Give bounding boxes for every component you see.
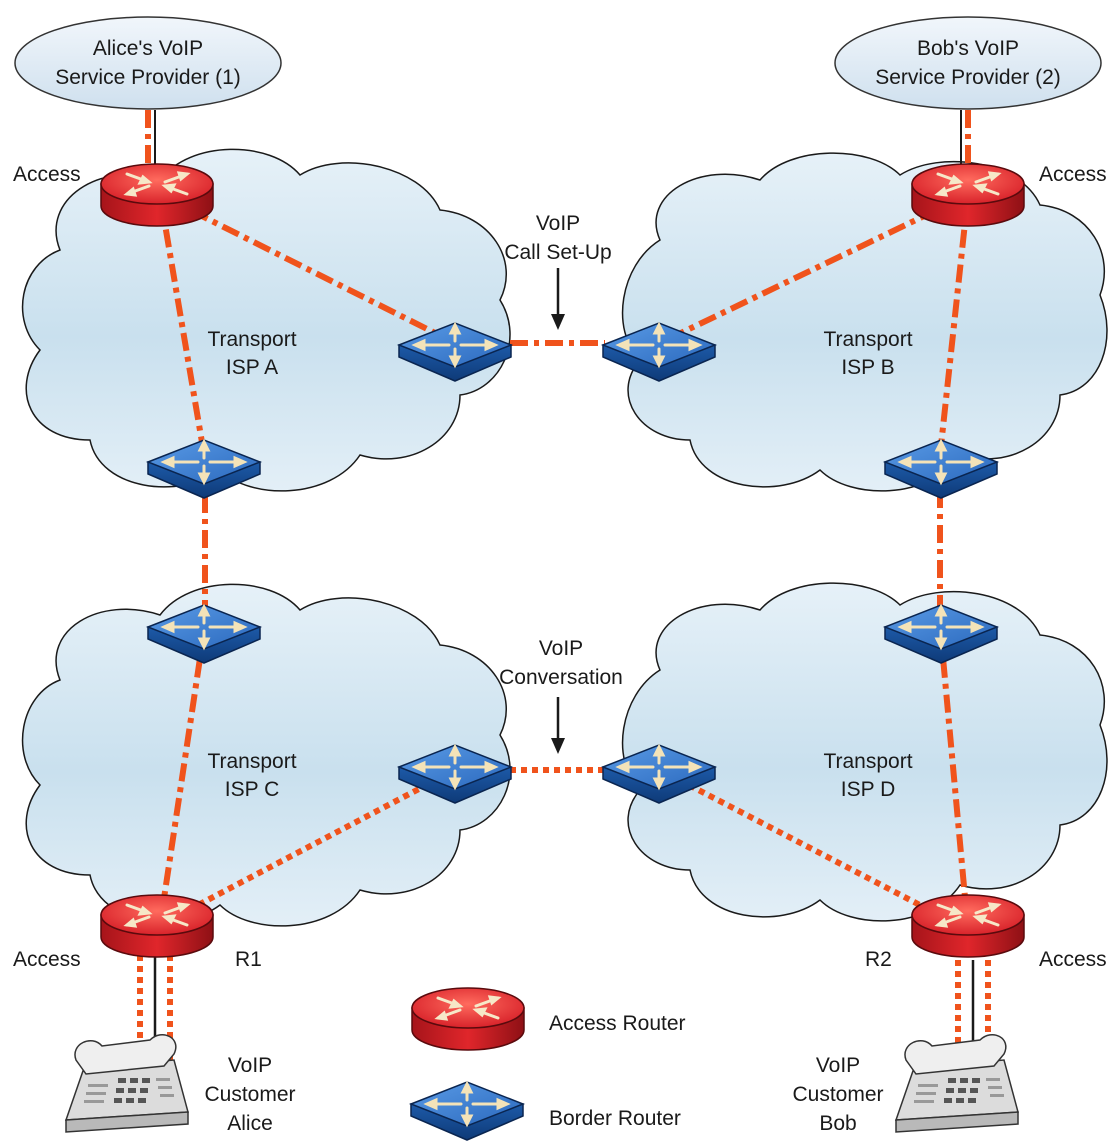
customer-bob-line1: VoIP	[816, 1054, 860, 1077]
conversation-arrow	[551, 697, 565, 754]
customer-alice-line3: Alice	[227, 1112, 273, 1135]
conversation-line2: Conversation	[499, 666, 623, 689]
access-label-top-right: Access	[1039, 163, 1107, 186]
customer-bob-line2: Customer	[792, 1083, 883, 1106]
access-router-top-left	[99, 162, 215, 228]
access-router-r1	[99, 893, 215, 959]
access-router-top-right	[910, 162, 1026, 228]
isp-b-line1: Transport	[823, 328, 912, 351]
cloud-isp-a	[21, 148, 511, 492]
cloud-isp-d	[621, 582, 1108, 922]
isp-c-line1: Transport	[207, 750, 296, 773]
isp-a-line1: Transport	[207, 328, 296, 351]
access-label-top-left: Access	[13, 163, 81, 186]
phone-icon-alice	[65, 1033, 189, 1133]
access-router-r2	[910, 893, 1026, 959]
customer-alice-line1: VoIP	[228, 1054, 272, 1077]
provider-bob-line1: Bob's VoIP	[917, 37, 1019, 60]
call-setup-arrow	[551, 268, 565, 330]
call-setup-line2: Call Set-Up	[504, 241, 611, 264]
legend-border-router-icon	[409, 1080, 525, 1142]
customer-bob-line3: Bob	[819, 1112, 856, 1135]
isp-b-line2: ISP B	[841, 356, 894, 379]
phone-icon-bob	[895, 1033, 1019, 1133]
legend-access-router-icon	[410, 986, 526, 1052]
isp-d-line2: ISP D	[841, 778, 895, 801]
provider-alice-line2: Service Provider (1)	[55, 66, 241, 89]
isp-a-line2: ISP A	[226, 356, 278, 379]
access-label-bottom-right: Access	[1039, 948, 1107, 971]
router-id-r1: R1	[235, 948, 262, 971]
call-setup-line1: VoIP	[536, 212, 580, 235]
provider-alice	[14, 16, 282, 110]
provider-bob-line2: Service Provider (2)	[875, 66, 1061, 89]
customer-alice-line2: Customer	[204, 1083, 295, 1106]
legend-access-router-label: Access Router	[549, 1012, 686, 1035]
provider-alice-line1: Alice's VoIP	[93, 37, 203, 60]
cloud-isp-c	[21, 583, 511, 927]
provider-bob	[834, 16, 1102, 110]
isp-c-line2: ISP C	[225, 778, 279, 801]
legend: Access Router Border Router	[409, 986, 686, 1142]
access-label-bottom-left: Access	[13, 948, 81, 971]
legend-border-router-label: Border Router	[549, 1107, 681, 1130]
cloud-isp-b	[621, 152, 1108, 492]
router-id-r2: R2	[865, 948, 892, 971]
conversation-line1: VoIP	[539, 637, 583, 660]
isp-d-line1: Transport	[823, 750, 912, 773]
call-setup-links	[145, 110, 971, 931]
